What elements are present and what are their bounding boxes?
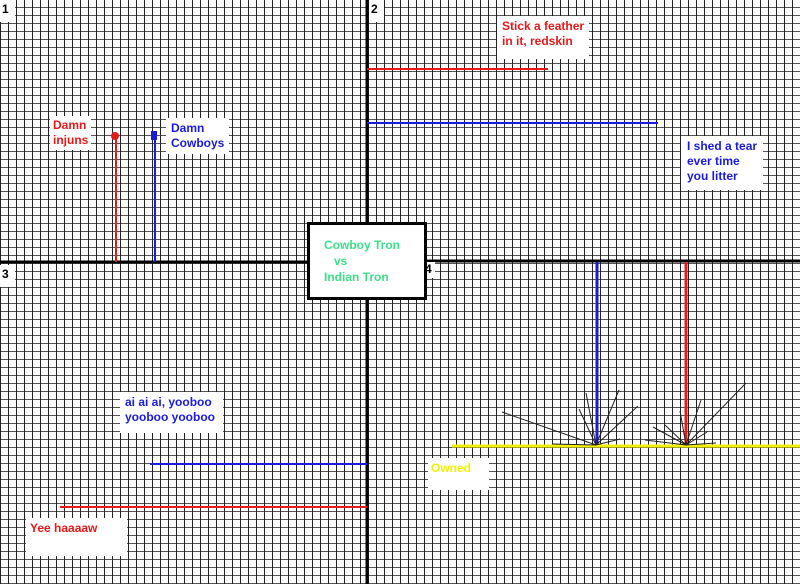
red-cycle-head [111,132,119,140]
label-line: Cowboys [171,136,225,150]
label-line: Damn [171,121,205,135]
quadrant-number-2: 2 [369,0,384,22]
quadrant-number-3: 3 [0,265,15,287]
label-ai-ai: ai ai ai, yooboo yooboo yooboo [120,392,223,433]
blue-cycle-head [151,131,157,140]
label-line: ai ai ai, yooboo [125,395,212,409]
label-line: you litter [687,169,738,183]
label-damn-injuns: Damn injuns [50,116,92,150]
label-damn-cowboys: Damn Cowboys [166,118,230,154]
label-yee-haw: Yee haaaaw [26,518,128,556]
label-line: in it, redskin [502,34,573,48]
title-line-3: Indian Tron [324,270,389,284]
crash-splatter-blue [501,389,639,446]
label-line: Stick a feather [502,19,585,33]
title-box: Cowboy Tron vs Indian Tron [307,222,427,300]
title-line-1: Cowboy Tron [324,238,400,252]
label-line: yooboo yooboo [125,410,215,424]
label-shed-tear: I shed a tear ever time you litter [681,136,764,190]
label-line: Damn [53,118,87,132]
label-line: I shed a tear [687,139,758,153]
label-owned: Owned [428,458,490,490]
quadrant-number-1: 1 [0,0,15,22]
title-line-2: vs [334,254,348,268]
quadrant-number-4: 4 [424,262,435,278]
label-stick-feather: Stick a feather in it, redskin [497,16,590,59]
crash-splatter-red [644,382,747,446]
label-line: ever time [687,154,740,168]
label-line: injuns [53,133,89,147]
